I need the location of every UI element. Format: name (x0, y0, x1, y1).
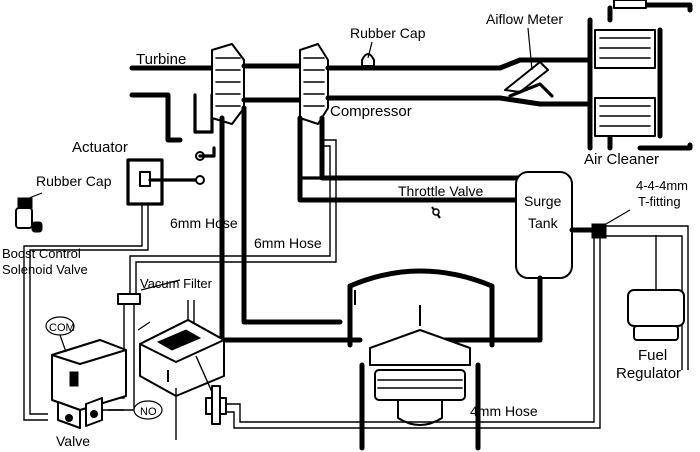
boost-control-solenoid (15, 192, 43, 233)
label-turbine: Turbine (136, 51, 186, 68)
label-compressor: Compressor (330, 103, 412, 120)
label-com: COM (49, 322, 75, 334)
label-hose-6mm-b: 6mm Hose (254, 235, 322, 251)
label-valve: Valve (56, 433, 90, 449)
engine-block (347, 268, 495, 451)
boost-controller-box (137, 300, 227, 440)
surge-tank (417, 171, 601, 343)
label-air-cleaner: Air Cleaner (584, 151, 659, 168)
label-actuator: Actuator (72, 139, 128, 156)
label-t-fitting-size: 4-4-4mm (636, 178, 688, 193)
solenoid-valve (45, 316, 127, 429)
rubber-cap-top-part (361, 53, 375, 67)
fuel-regulator (591, 223, 689, 370)
label-surge: Surge (524, 193, 562, 209)
labels: Turbine Rubber Cap Aiflow Meter Compress… (2, 11, 688, 449)
label-vacum-filter: Vacum Filter (140, 276, 213, 291)
label-throttle-valve: Throttle Valve (398, 183, 484, 199)
compressor-intake-pipe (325, 53, 593, 107)
label-hose-6mm-a: 6mm Hose (170, 215, 238, 231)
label-fuel: Fuel (638, 347, 667, 364)
hose-6mm-lines (23, 139, 337, 421)
label-regulator: Regulator (616, 365, 681, 382)
airflow-meter (504, 61, 554, 98)
turbocharger (211, 43, 329, 125)
turbine-exhaust-pipe (129, 65, 223, 143)
label-t-fitting: T-fitting (638, 194, 681, 209)
air-cleaner (587, 0, 693, 151)
label-no: NO (140, 406, 157, 418)
leader-lines (367, 27, 631, 225)
label-hose-4mm: 4mm Hose (470, 403, 538, 419)
hose-4mm (222, 236, 601, 429)
label-boost-control: Boost Control (2, 246, 81, 261)
label-rubber-cap-left: Rubber Cap (36, 173, 112, 189)
throttle-valve (431, 206, 441, 219)
label-airflow-meter: Aiflow Meter (486, 11, 563, 27)
no-port (102, 400, 163, 420)
label-solenoid-valve: Solenoid Valve (2, 262, 88, 277)
actuator (126, 146, 216, 206)
label-rubber-cap-top: Rubber Cap (350, 25, 426, 41)
charge-pipe (219, 105, 523, 343)
label-tank: Tank (528, 215, 559, 231)
